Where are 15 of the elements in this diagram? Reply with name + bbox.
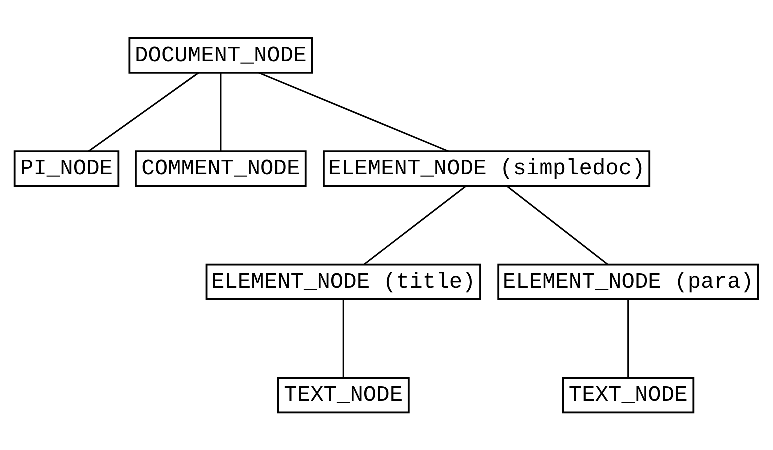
connector (628, 298, 630, 378)
node-box: COMMENT_NODE (135, 150, 307, 187)
node-box: TEXT_NODE (277, 376, 410, 414)
node-box: DOCUMENT_NODE (128, 36, 314, 74)
connector (258, 72, 450, 152)
connector (342, 298, 344, 378)
node-box: ELEMENT_NODE (simpledoc) (323, 150, 651, 187)
node-box: ELEMENT_NODE (title) (206, 263, 482, 300)
node-box: TEXT_NODE (562, 376, 695, 414)
connector (506, 185, 609, 265)
node-box: PI_NODE (14, 150, 120, 187)
connector (88, 72, 200, 152)
node-box: ELEMENT_NODE (para) (498, 263, 760, 300)
connector (220, 72, 222, 152)
connector (364, 185, 467, 265)
